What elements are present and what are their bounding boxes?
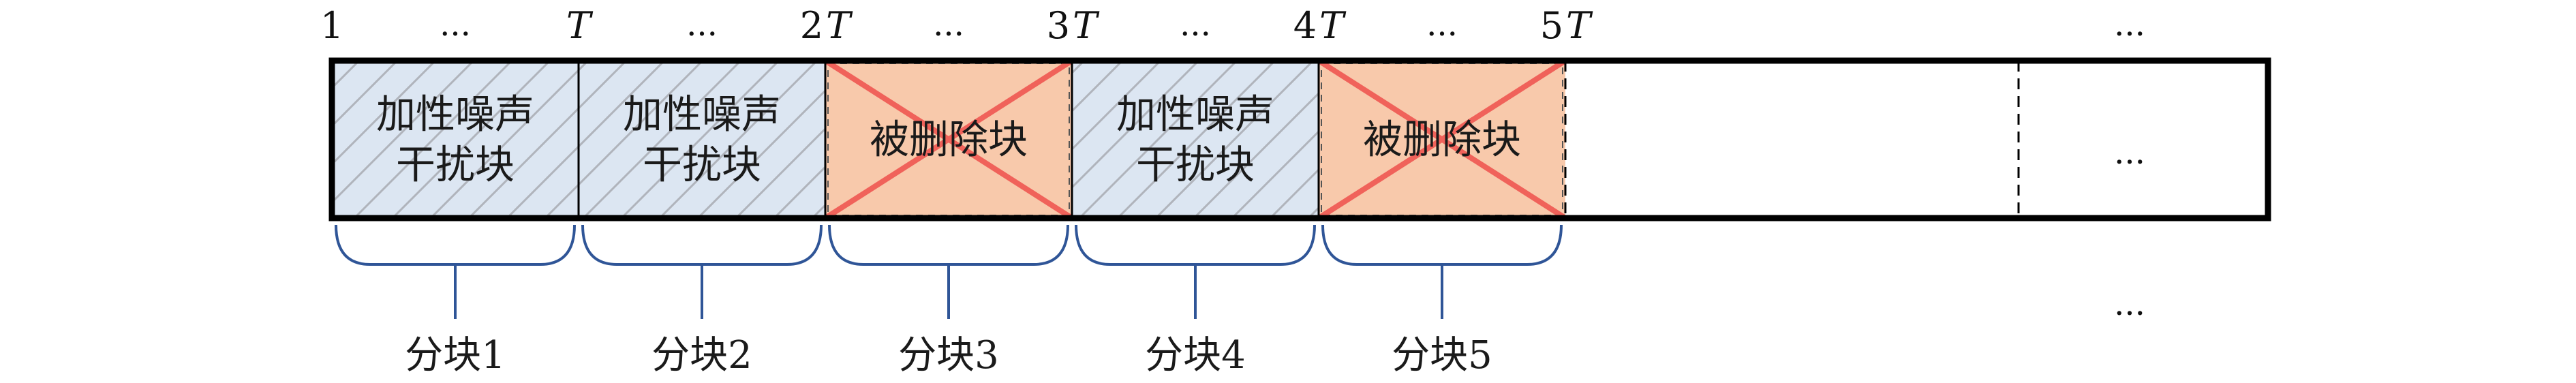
block-label: 干扰块 <box>396 142 515 188</box>
continuation-ellipsis: ... <box>2114 285 2145 323</box>
cross-mark-line <box>1317 58 1567 221</box>
block-1 <box>332 61 579 218</box>
stream-outline <box>328 57 2271 221</box>
top-ellipsis: ... <box>1426 5 1458 44</box>
top-tick-label: 4T <box>1293 4 1347 47</box>
block-label: 加性噪声 <box>623 91 781 138</box>
hatch-pattern <box>1072 61 1319 218</box>
top-ellipsis: ... <box>933 5 964 44</box>
top-tick-label: T <box>566 4 594 47</box>
group-label: 分块1 <box>405 333 506 378</box>
block-label: 干扰块 <box>643 142 761 188</box>
group-brace <box>828 224 1069 266</box>
hatch-pattern <box>332 61 579 218</box>
block-label: 被删除块 <box>1363 117 1521 163</box>
top-ellipsis: ... <box>440 5 471 44</box>
group-brace <box>1321 224 1563 266</box>
top-tick-label: 5T <box>1540 4 1593 47</box>
top-ellipsis: ... <box>1180 5 1211 44</box>
continuation-ellipsis: ... <box>2114 5 2145 44</box>
group-brace <box>581 224 823 266</box>
group-label: 分块5 <box>1392 333 1492 378</box>
top-tick-label: 3T <box>1047 4 1100 47</box>
group-label: 分块3 <box>898 333 999 378</box>
hatch-pattern <box>579 61 825 218</box>
top-tick-label: 1 <box>320 4 343 47</box>
block-label: 加性噪声 <box>1116 91 1274 138</box>
block-label: 加性噪声 <box>376 91 534 138</box>
block-5 <box>1317 58 1567 221</box>
block-label: 干扰块 <box>1136 142 1255 188</box>
group-brace <box>1075 224 1316 266</box>
cross-mark-line <box>823 58 1074 221</box>
block-2 <box>579 61 825 218</box>
block-4 <box>1072 61 1319 218</box>
block-3 <box>823 58 1074 221</box>
group-brace <box>335 224 576 266</box>
group-label: 分块2 <box>651 333 752 378</box>
top-tick-label: 2T <box>800 4 853 47</box>
top-ellipsis: ... <box>686 5 718 44</box>
continuation-ellipsis: ... <box>2114 134 2145 172</box>
group-label: 分块4 <box>1145 333 1246 378</box>
block-label: 被删除块 <box>870 117 1028 163</box>
